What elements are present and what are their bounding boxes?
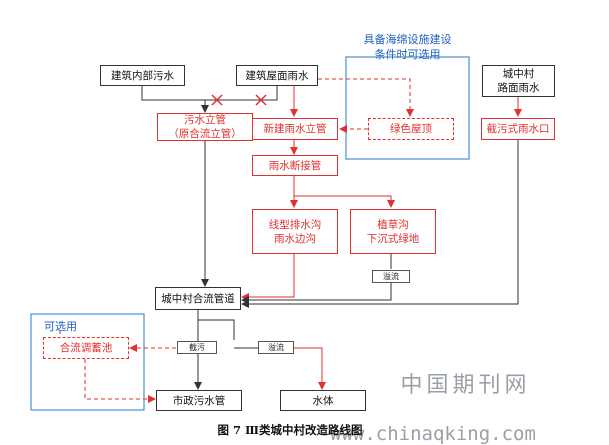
node-new-rain-riser: 新建雨水立管 [252, 118, 338, 140]
node-building-sewage: 建筑内部污水 [100, 65, 185, 86]
node-green-roof: 绿色屋顶 [368, 118, 454, 140]
node-linear-drain: 线型排水沟 雨水边沟 [252, 209, 338, 254]
node-storage-tank: 合流调蓄池 [43, 337, 129, 359]
node-road-rainwater: 城中村 路面雨水 [482, 65, 555, 97]
optional-region-top-title: 具备海绵设施建设 条件时可选用 [363, 33, 452, 61]
label-overflow: 溢流 [258, 341, 294, 354]
label-intercept: 截污 [177, 341, 217, 354]
optional-region-bottom-frame [30, 313, 145, 411]
node-interception-inlet: 截污式雨水口 [481, 118, 555, 140]
node-rain-disconnect: 雨水断接管 [252, 155, 338, 176]
node-water-body: 水体 [280, 390, 366, 411]
watermark-cn: 中国期刊网 [400, 373, 531, 398]
label-overflow-swale: 溢流 [372, 270, 410, 283]
node-combined-pipe: 城中村合流管道 [155, 287, 241, 310]
watermark-url: www.chinaqking.com [330, 423, 536, 445]
node-roof-rainwater: 建筑屋面雨水 [236, 65, 318, 86]
optional-region-top-frame [345, 56, 470, 160]
node-grass-swale: 植草沟 下沉式绿地 [350, 209, 436, 254]
node-sewage-riser: 污水立管 （原合流立管） [157, 113, 253, 141]
node-municipal-sewer: 市政污水管 [156, 390, 242, 411]
figure-caption: 图 7 Ⅲ类城中村改造路线图 [217, 423, 363, 437]
disconnect-x-marks [211, 94, 267, 106]
optional-region-bottom-title: 可选用 [44, 320, 77, 333]
